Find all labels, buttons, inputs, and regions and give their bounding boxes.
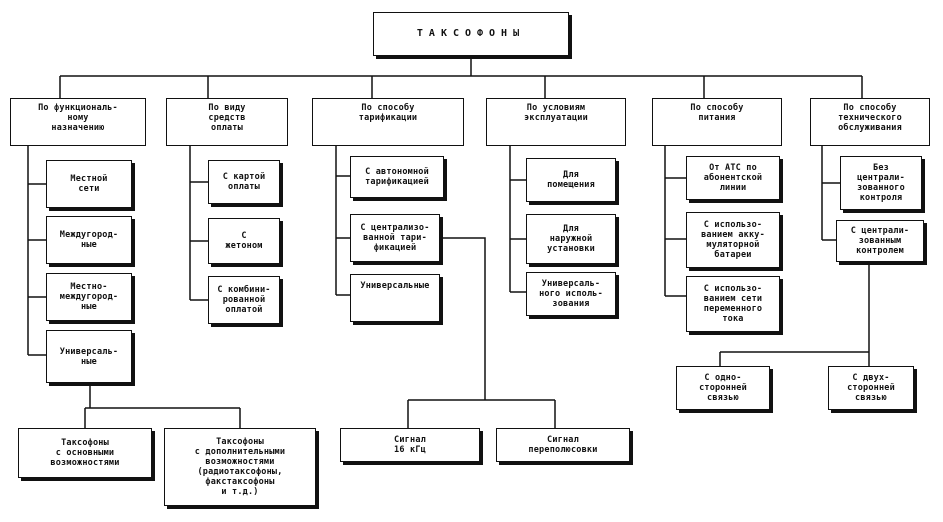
item-universal-tariffing: Универсальные — [350, 274, 440, 322]
item-combined-payment: С комбини- рованной оплатой — [208, 276, 280, 324]
item-universal-functional: Универсаль- ные — [46, 330, 132, 383]
item-signal-16khz: Сигнал 16 кГц — [340, 428, 480, 462]
category-functional-purpose: По функциональ- ному назначению — [10, 98, 146, 146]
item-basic-features: Таксофоны с основными возможностями — [18, 428, 152, 478]
item-signal-polarity-reversal: Сигнал переполюсовки — [496, 428, 630, 462]
category-operating-conditions: По условиям эксплуатации — [486, 98, 626, 146]
item-long-distance: Междугород- ные — [46, 216, 132, 264]
item-universal-use: Универсаль- ного исполь- зования — [526, 272, 616, 316]
category-tariffing-method: По способу тарификации — [312, 98, 464, 146]
item-two-way-link: С двух- сторонней связью — [828, 366, 914, 410]
item-no-central-control: Без централи- зованного контроля — [840, 156, 922, 210]
item-token: С жетоном — [208, 218, 280, 264]
item-extended-features: Таксофоны с дополнительными возможностям… — [164, 428, 316, 506]
item-battery-power: С использо- ванием аккy- муляторной бата… — [686, 212, 780, 268]
category-maintenance: По способу технического обслуживания — [810, 98, 930, 146]
diagram-title: ТАКСОФОНЫ — [373, 12, 569, 56]
item-exchange-line-power: От АТС по абонентской линии — [686, 156, 780, 200]
item-central-control: С централи- зованным контролем — [836, 220, 924, 262]
item-indoor: Для помещения — [526, 158, 616, 202]
item-local-long-distance: Местно- междугород- ные — [46, 273, 132, 321]
item-ac-mains-power: С использо- ванием сети переменного тока — [686, 276, 780, 332]
item-local-network: Местной сети — [46, 160, 132, 208]
item-centralized-tariffing: С централизо- ванной тари- фикацией — [350, 214, 440, 262]
item-one-way-link: С одно- сторонней связью — [676, 366, 770, 410]
item-autonomous-tariffing: С автономной тарификацией — [350, 156, 444, 198]
item-outdoor: Для наружной установки — [526, 214, 616, 264]
item-payment-card: С картой оплаты — [208, 160, 280, 204]
category-power-supply: По способу питания — [652, 98, 782, 146]
category-payment-means: По виду средств оплаты — [166, 98, 288, 146]
